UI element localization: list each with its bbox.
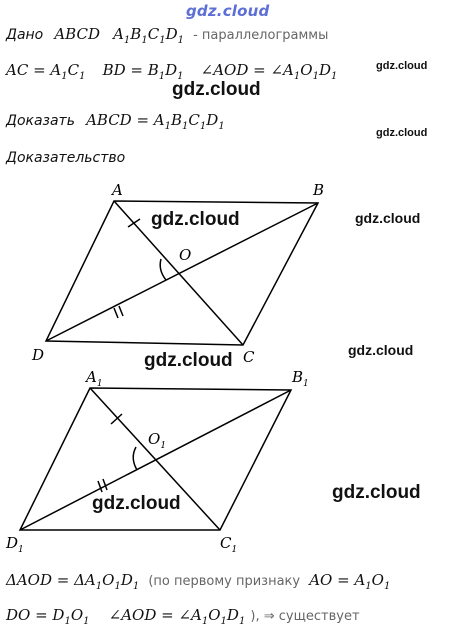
given-figure-a1b1c1d1: A1B1C1D1 [113, 25, 184, 46]
tick-a1o1 [110, 413, 123, 425]
proof-label: Доказательство [6, 150, 126, 166]
prove-line: Доказать ABCD = A1B1C1D1 [6, 110, 225, 132]
watermark-large-5: gdz.cloud [332, 482, 421, 503]
tick-d1o1-2 [102, 478, 108, 491]
given-line: Дано ABCD A1B1C1D1 - параллелограммы [6, 24, 328, 46]
condition-angle: ∠AOD = ∠A1O1D1 [200, 61, 338, 82]
exists-text: ), ⇒ существует [250, 609, 360, 624]
tick-do-2 [118, 305, 124, 317]
given-type: - параллелограммы [193, 28, 329, 43]
angle-equality: ∠AOD = ∠A1O1D1 [108, 606, 246, 627]
proof-line-1: ΔAOD = ΔA1O1D1 (по первому признаку AO =… [6, 570, 390, 592]
vertex-a1: A1 [84, 368, 103, 389]
prove-label: Доказать [6, 113, 75, 129]
vertex-b: B [312, 181, 324, 199]
vertex-c1: C1 [220, 534, 237, 555]
diagonal-a1c1 [89, 387, 221, 531]
watermark-medium-2: gdz.cloud [348, 342, 414, 358]
watermark-small-1: gdz.cloud [376, 60, 428, 72]
vertex-d1: D1 [5, 534, 24, 555]
angle-arc-aod [159, 258, 167, 281]
ao-equality: AO = A1O1 [309, 571, 391, 592]
watermark-medium-1: gdz.cloud [355, 210, 421, 226]
angle-arc-a1o1d1 [132, 446, 138, 471]
triangle-equality: ΔAOD = ΔA1O1D1 [6, 571, 140, 592]
condition-ac: AC = A1C1 [6, 61, 86, 82]
do-equality: DO = D1O1 [6, 606, 90, 627]
vertex-o1: O1 [148, 430, 166, 451]
diagonal-b1d1 [19, 389, 292, 531]
tick-do-1 [113, 307, 119, 319]
tick-d1o1-1 [97, 480, 103, 493]
watermark-large-1: gdz.cloud [172, 79, 261, 100]
conditions-line: AC = A1C1 BD = B1D1 ∠AOD = ∠A1O1D1 [6, 60, 337, 82]
diagonal-bd [45, 202, 319, 342]
vertex-b1: B1 [291, 368, 309, 389]
condition-bd: BD = B1D1 [102, 61, 184, 82]
prove-statement: ABCD = A1B1C1D1 [86, 111, 225, 132]
given-label: Дано [6, 27, 44, 43]
watermark-large-3: gdz.cloud [144, 350, 233, 371]
watermark-large-2: gdz.cloud [151, 209, 240, 230]
first-criterion-note: (по первому признаку [148, 574, 301, 589]
watermark-top: gdz.cloud [186, 2, 270, 20]
proof-line-2: DO = D1O1 ∠AOD = ∠A1O1D1 ), ⇒ существует [6, 605, 360, 627]
vertex-c: C [243, 348, 255, 366]
tick-ao [127, 218, 141, 228]
vertex-a: A [110, 181, 123, 199]
watermark-small-2: gdz.cloud [376, 127, 428, 139]
vertex-d: D [31, 346, 44, 364]
vertex-o: O [179, 246, 191, 264]
watermark-large-4: gdz.cloud [92, 493, 181, 514]
given-figure-abcd: ABCD [54, 25, 100, 43]
